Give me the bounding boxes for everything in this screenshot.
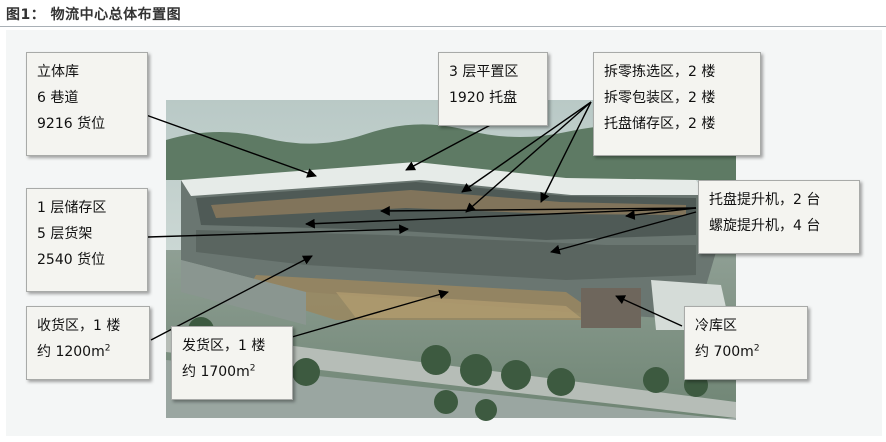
callout-line: 冷库区 bbox=[695, 318, 737, 334]
callout-line: 托盘提升机，2 台 bbox=[709, 192, 821, 208]
figure-title: 图1： 物流中心总体布置图 bbox=[6, 7, 182, 23]
callout-line: 约 1700m2 bbox=[182, 359, 282, 385]
road-strip bbox=[166, 330, 736, 418]
area-value: 约 700m bbox=[695, 344, 754, 360]
title-bar: 图1： 物流中心总体布置图 bbox=[0, 0, 886, 27]
callout-stereo-warehouse: 立体库 6 巷道 9216 货位 bbox=[26, 52, 148, 156]
superscript: 2 bbox=[753, 343, 760, 354]
callout-line: 约 700m2 bbox=[695, 339, 797, 365]
callout-line: 发货区，1 楼 bbox=[182, 338, 266, 354]
callout-line: 立体库 bbox=[37, 64, 79, 80]
callout-lifts: 托盘提升机，2 台 螺旋提升机，4 台 bbox=[698, 180, 860, 254]
callout-line: 收货区，1 楼 bbox=[37, 318, 121, 334]
callout-line: 9216 货位 bbox=[37, 116, 106, 132]
callout-line: 拆零拣选区，2 楼 bbox=[604, 64, 716, 80]
diagram-area: 立体库 6 巷道 9216 货位 3 层平置区 1920 托盘 拆零拣选区，2 … bbox=[6, 30, 882, 436]
middle-deck bbox=[196, 230, 696, 280]
callout-line: 螺旋提升机，4 台 bbox=[709, 218, 821, 234]
callout-cold-storage: 冷库区 约 700m2 bbox=[684, 306, 808, 380]
superscript: 2 bbox=[104, 343, 111, 354]
callout-line: 拆零包装区，2 楼 bbox=[604, 90, 716, 106]
callout-floor3-flat: 3 层平置区 1920 托盘 bbox=[438, 52, 548, 126]
callout-line: 2540 货位 bbox=[37, 252, 106, 268]
callout-line: 3 层平置区 bbox=[449, 64, 519, 80]
area-value: 约 1200m bbox=[37, 344, 105, 360]
callout-line: 1 层储存区 bbox=[37, 200, 107, 216]
cold-storage-block bbox=[581, 288, 641, 328]
superscript: 2 bbox=[249, 363, 256, 374]
callout-line: 6 巷道 bbox=[37, 90, 79, 106]
callout-receiving: 收货区，1 楼 约 1200m2 bbox=[26, 306, 150, 380]
callout-picking: 拆零拣选区，2 楼 拆零包装区，2 楼 托盘储存区，2 楼 bbox=[593, 52, 761, 156]
area-value: 约 1700m bbox=[182, 364, 250, 380]
callout-shipping: 发货区，1 楼 约 1700m2 bbox=[171, 326, 293, 400]
callout-line: 托盘储存区，2 楼 bbox=[604, 116, 716, 132]
callout-line: 5 层货架 bbox=[37, 226, 93, 242]
callout-line: 1920 托盘 bbox=[449, 90, 518, 106]
callout-floor1-storage: 1 层储存区 5 层货架 2540 货位 bbox=[26, 188, 148, 292]
callout-line: 约 1200m2 bbox=[37, 339, 139, 365]
